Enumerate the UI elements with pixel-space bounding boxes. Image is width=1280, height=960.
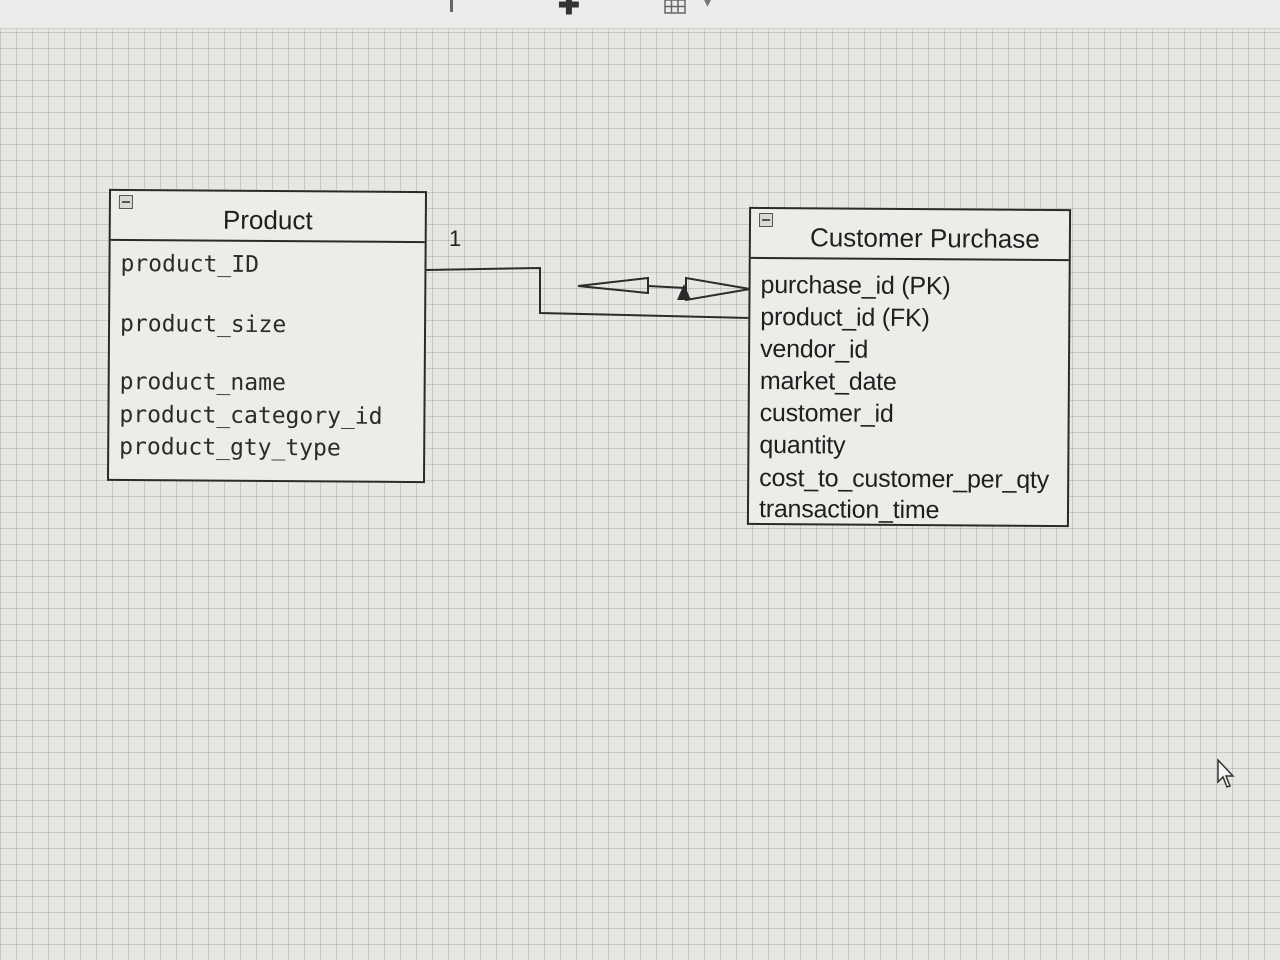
grid-icon[interactable]	[664, 0, 686, 14]
entity-header[interactable]: Product	[110, 190, 426, 244]
connector-line	[425, 266, 751, 319]
field-customer-id[interactable]: customer_id	[759, 398, 894, 428]
field-product-name[interactable]: product_name	[119, 368, 286, 397]
field-purchase-id[interactable]: purchase_id (PK)	[760, 270, 951, 301]
toolbar-divider	[450, 0, 453, 12]
field-product-gty-type[interactable]: product_gty_type	[119, 433, 341, 462]
dropdown-caret-icon[interactable]: ▾	[704, 0, 712, 10]
toolbar: ✚ ▾	[0, 0, 1280, 29]
field-market-date[interactable]: market_date	[759, 366, 897, 396]
collapse-icon[interactable]	[758, 212, 774, 228]
product-entity[interactable]: Product product_ID product_size product_…	[106, 188, 428, 484]
field-transaction-time[interactable]: transaction_time	[758, 494, 940, 525]
field-product-category-id[interactable]: product_category_id	[119, 401, 383, 430]
entity-title: Customer Purchase	[809, 222, 1040, 254]
field-product-size[interactable]: product_size	[119, 310, 287, 339]
field-vendor-id[interactable]: vendor_id	[760, 334, 869, 364]
field-product-id-fk[interactable]: product_id (FK)	[760, 302, 930, 333]
entity-header[interactable]: Customer Purchase	[750, 208, 1070, 262]
mouse-cursor-icon	[1217, 758, 1235, 788]
cardinality-label: 1	[449, 226, 462, 251]
customer-purchase-entity[interactable]: Customer Purchase purchase_id (PK) produ…	[746, 206, 1072, 528]
add-icon[interactable]: ✚	[558, 0, 580, 20]
field-cost-to-customer[interactable]: cost_to_customer_per_qty	[759, 463, 1050, 494]
crows-foot-icon	[577, 276, 751, 302]
entity-title: Product	[222, 204, 313, 236]
field-quantity[interactable]: quantity	[759, 430, 846, 460]
field-product-id[interactable]: product_ID	[120, 250, 260, 278]
